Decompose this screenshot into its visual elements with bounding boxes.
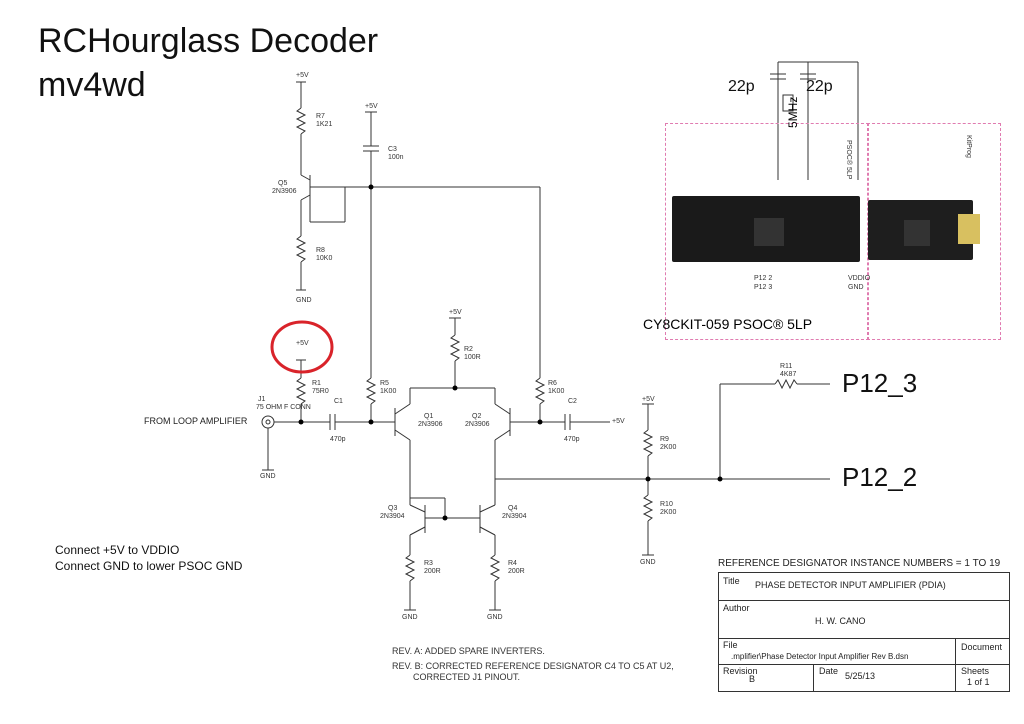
revision-b: REV. B: CORRECTED REFERENCE DESIGNATOR C… [392,661,674,671]
r8-val: 10K0 [316,255,333,262]
date-value: 5/25/13 [845,671,876,681]
r1-ref: R1 [312,380,321,387]
document-label: Document [961,642,1003,652]
title-row: Title PHASE DETECTOR INPUT AMPLIFIER (PD… [719,573,1009,601]
c3-ref: C3 [388,146,397,153]
date-label: Date [819,666,839,676]
highlight-circle [270,320,334,374]
c1-val: 470p [330,436,346,443]
revision-value: B [749,674,756,684]
r8-ref: R8 [316,247,325,254]
r3-ref: R3 [424,560,433,567]
title-block: Title PHASE DETECTOR INPUT AMPLIFIER (PD… [718,572,1010,692]
r4-ref: R4 [508,560,517,567]
title-block-header: REFERENCE DESIGNATOR INSTANCE NUMBERS = … [718,558,1001,569]
r11-val: 4K87 [780,371,797,378]
gnd-label-r8: GND [296,297,312,304]
title-label: Title [723,576,740,586]
revision-row: Revision B Date 5/25/13 Sheets 1 of 1 [719,664,1009,691]
page-title: RCHourglass Decoder [38,22,379,60]
gnd-label-r10: GND [640,559,656,566]
j1-ref: J1 [258,396,266,403]
q4-ref: Q4 [508,505,518,512]
vcc-label-c2: +5V [612,418,625,425]
note-gnd: Connect GND to lower PSOC GND [55,559,243,573]
r7-val: 1K21 [316,121,333,128]
gnd-label-r3: GND [402,614,418,621]
cap-right-label: 22p [806,78,833,95]
title-value: PHASE DETECTOR INPUT AMPLIFIER (PDIA) [755,580,946,590]
q3-val: 2N3904 [380,513,405,520]
usb-connector [958,214,980,244]
pin-label-gnd: GND [848,284,864,291]
q1-val: 2N3906 [418,421,443,428]
r2-val: 100R [464,354,481,361]
kitprog-label: KitProg [965,135,972,158]
j1-desc: 75 OHM F CONN [256,404,311,411]
file-value: .mplifier\Phase Detector Input Amplifier… [731,652,909,661]
r10-ref: R10 [660,501,673,508]
sheets-label: Sheets [961,666,990,676]
q5-val: 2N3906 [272,188,297,195]
r6-ref: R6 [548,380,557,387]
r4-val: 200R [508,568,525,575]
gnd-label-r4: GND [487,614,503,621]
vcc-label-r1: +5V [296,340,309,347]
r9-ref: R9 [660,436,669,443]
kitprog-outline [867,123,1001,340]
board-name: CY8CKIT-059 PSOC® 5LP [643,316,813,332]
c3-val: 100n [388,154,404,161]
r5-val: 1K00 [380,388,397,395]
vcc-label-r9: +5V [642,396,655,403]
file-label: File [723,640,738,650]
c1-ref: C1 [334,398,343,405]
author-value: H. W. CANO [815,616,866,626]
revision-b-cont: CORRECTED J1 PINOUT. [413,672,521,682]
r9-val: 2K00 [660,444,677,451]
note-vddio: Connect +5V to VDDIO [55,543,180,557]
q3-ref: Q3 [388,505,398,512]
board-edge-label: PSOC® 5LP [845,140,852,180]
kitprog-chip [904,220,930,246]
r7-ref: R7 [316,113,325,120]
q2-val: 2N3906 [465,421,490,428]
r10-val: 2K00 [660,509,677,516]
r6-val: 1K00 [548,388,565,395]
revision-a: REV. A: ADDED SPARE INVERTERS. [392,646,545,656]
author-label: Author [723,603,750,613]
r2-ref: R2 [464,346,473,353]
r11-ref: R11 [780,363,793,370]
c2-ref: C2 [568,398,577,405]
psoc-chip [754,218,784,246]
page-subtitle: mv4wd [38,66,146,104]
pin-label-p12-3: P12 3 [754,284,773,291]
pin-label-p12-2: P12 2 [754,275,773,282]
author-row: Author H. W. CANO [719,600,1009,639]
vcc-label-c3: +5V [365,103,378,110]
sheets-value: 1 of 1 [967,677,990,687]
q4-val: 2N3904 [502,513,527,520]
revision-label: Revision [723,666,758,676]
vcc-label-r7: +5V [296,72,309,79]
vcc-label-r2: +5V [449,309,462,316]
r3-val: 200R [424,568,441,575]
r1-val: 75R0 [312,388,329,395]
q1-ref: Q1 [424,413,434,420]
input-label: FROM LOOP AMPLIFIER [144,416,248,426]
q5-ref: Q5 [278,180,288,187]
crystal-label: 5MHz [786,96,800,128]
output-p12-2: P12_2 [842,462,918,492]
output-p12-3: P12_3 [842,368,918,398]
pin-label-vddio: VDDIO [848,275,871,282]
c2-val: 470p [564,436,580,443]
gnd-label-j1: GND [260,473,276,480]
r5-ref: R5 [380,380,389,387]
cap-left-label: 22p [728,78,755,95]
q2-ref: Q2 [472,413,482,420]
file-row: File .mplifier\Phase Detector Input Ampl… [719,638,1009,665]
